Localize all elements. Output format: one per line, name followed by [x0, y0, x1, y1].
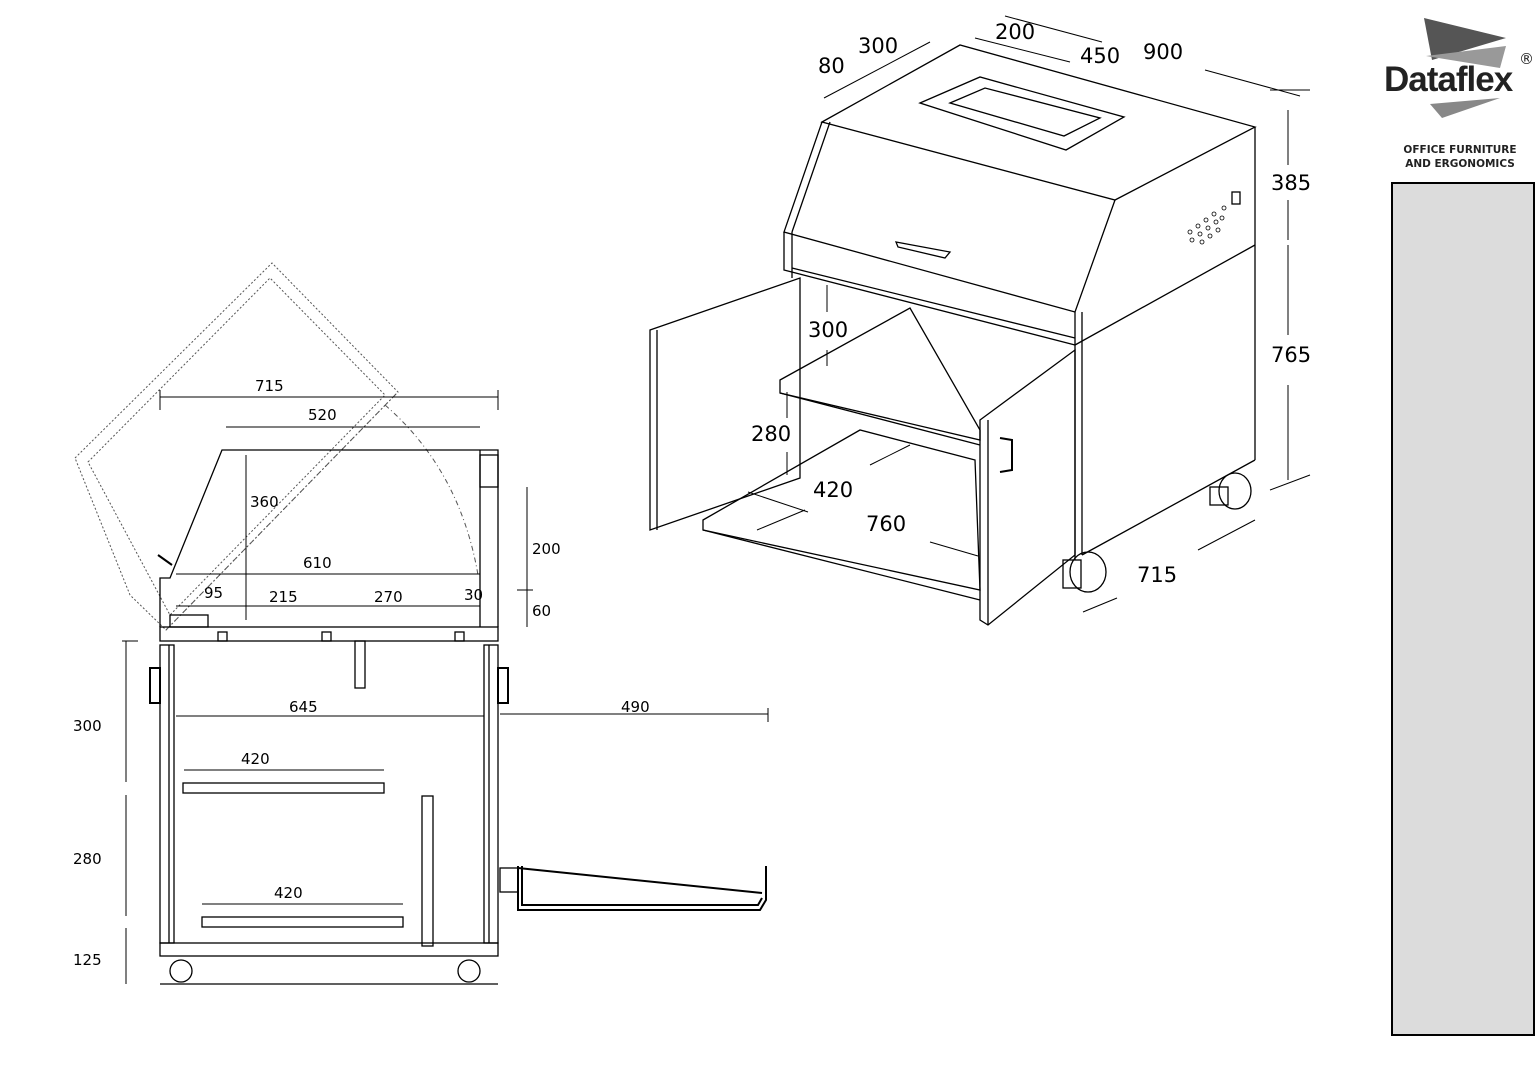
iso-dim-765: 765: [1271, 343, 1311, 367]
dim-520: 520: [308, 406, 337, 424]
dim-300: 300: [73, 717, 102, 735]
dim-420-lower: 420: [274, 884, 303, 902]
iso-dim-300-top: 300: [858, 34, 898, 58]
iso-dim-760: 760: [866, 512, 906, 536]
iso-dim-80: 80: [818, 54, 845, 78]
registered-mark: ®: [1519, 50, 1534, 68]
iso-dim-280: 280: [751, 422, 791, 446]
title-block-panel: [1391, 182, 1535, 1036]
dim-715: 715: [255, 377, 284, 395]
dim-610: 610: [303, 554, 332, 572]
tagline-line-1: OFFICE FURNITURE: [1403, 144, 1517, 156]
dim-490: 490: [621, 698, 650, 716]
dim-645: 645: [289, 698, 318, 716]
brand-logo: Dataflex: [1384, 60, 1513, 99]
iso-dim-715: 715: [1137, 563, 1177, 587]
iso-dim-420: 420: [813, 478, 853, 502]
iso-dim-385: 385: [1271, 171, 1311, 195]
dim-95: 95: [204, 584, 223, 602]
iso-dim-200: 200: [995, 20, 1035, 44]
dim-360: 360: [250, 493, 279, 511]
iso-dim-300-inner: 300: [808, 318, 848, 342]
dim-30: 30: [464, 586, 483, 604]
dim-215: 215: [269, 588, 298, 606]
dim-270: 270: [374, 588, 403, 606]
dim-200: 200: [532, 540, 561, 558]
tagline-line-2: AND ERGONOMICS: [1405, 158, 1515, 170]
dim-60: 60: [532, 602, 551, 620]
iso-dim-450: 450: [1080, 44, 1120, 68]
dim-420-upper: 420: [241, 750, 270, 768]
brand-tagline: OFFICE FURNITURE AND ERGONOMICS: [1392, 143, 1528, 171]
open-lid-outline: [74, 262, 399, 631]
dim-125: 125: [73, 951, 102, 969]
dim-280: 280: [73, 850, 102, 868]
iso-dim-900: 900: [1143, 40, 1183, 64]
